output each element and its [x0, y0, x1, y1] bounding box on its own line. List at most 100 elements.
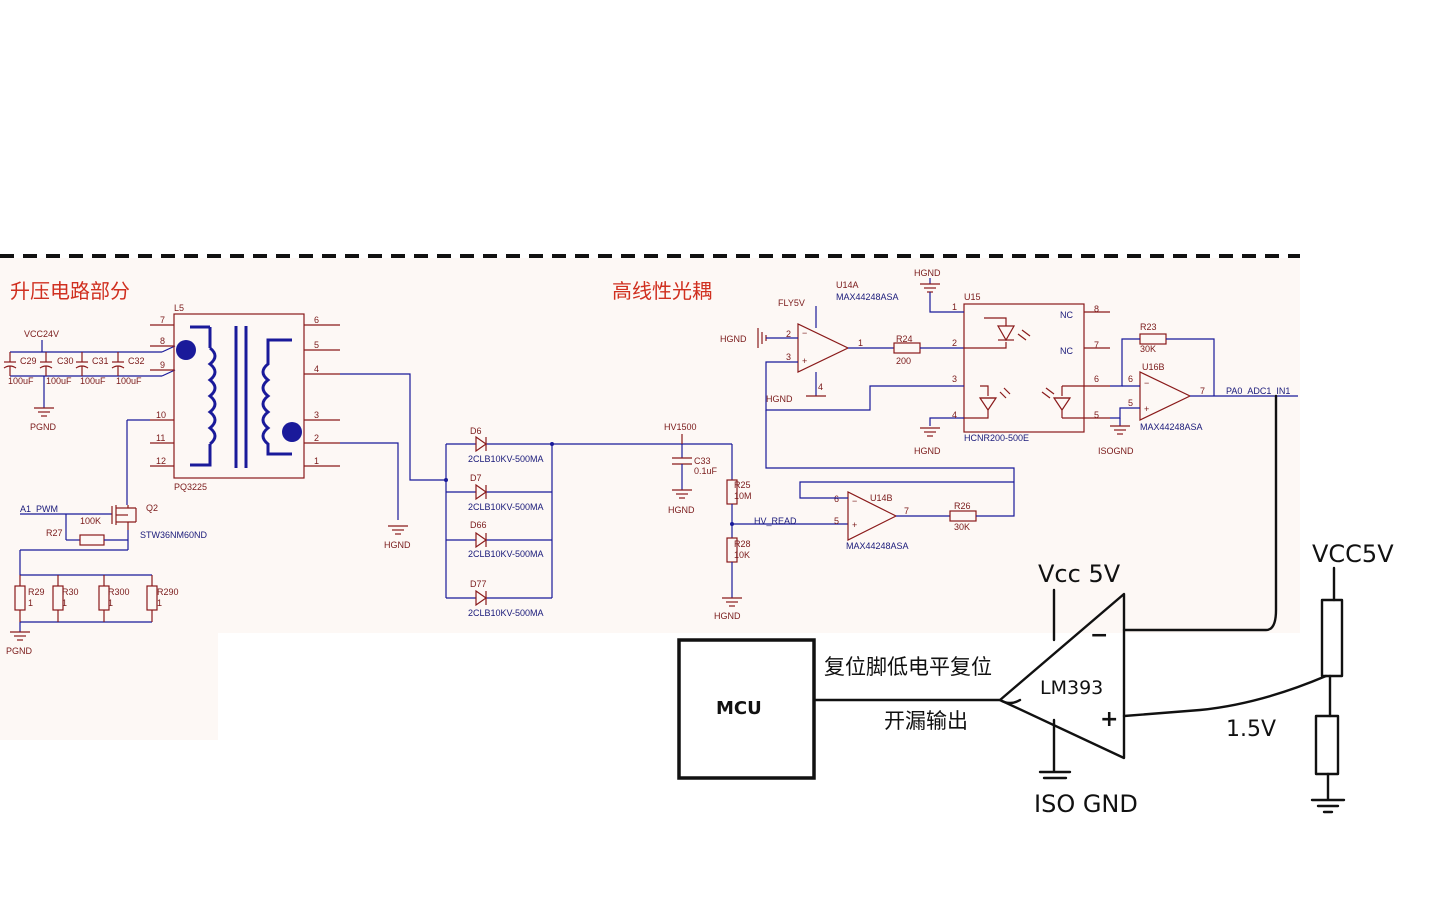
r29-label: R29	[28, 587, 45, 597]
divider-resistor-bottom	[1314, 714, 1340, 776]
r23-value: 30K	[1140, 344, 1156, 354]
lm393-comparator	[998, 592, 1126, 760]
d6-part: 2CLB10KV-500MA	[468, 454, 544, 464]
hgnd-u15-top-label: HGND	[914, 268, 941, 278]
r25-label: R25	[734, 480, 751, 490]
r26-label: R26	[954, 501, 971, 511]
svg-text:5: 5	[1094, 410, 1099, 420]
c29-label: C29	[20, 356, 37, 366]
pa0-label: PA0_ADC1_IN1	[1226, 386, 1290, 396]
svg-text:8: 8	[1094, 304, 1099, 314]
r30-value: 1	[62, 598, 67, 608]
r30-label: R30	[62, 587, 79, 597]
reset-note: 复位脚低电平复位	[824, 655, 992, 679]
r290-label: R290	[157, 587, 179, 597]
svg-text:−: −	[802, 328, 807, 338]
schematic-background-lower	[0, 595, 218, 740]
hv-divider: HV1500 C33 0.1uF HGND R25 10M R28 10K HG…	[552, 422, 848, 621]
svg-text:8: 8	[160, 336, 165, 346]
r24-value: 200	[896, 356, 911, 366]
u15-label: U15	[964, 292, 981, 302]
hgnd-c33-label: HGND	[668, 505, 695, 515]
nc-pin8: NC	[1060, 310, 1073, 320]
pgnd2-label: PGND	[6, 646, 33, 656]
u14b-label: U14B	[870, 493, 893, 503]
r27-label: R27	[46, 528, 63, 538]
u14a-part: MAX44248ASA	[836, 292, 899, 302]
svg-text:2: 2	[786, 329, 791, 339]
hgnd-u14a-label: HGND	[720, 334, 747, 344]
svg-text:9: 9	[160, 360, 165, 370]
divider-resistor-top	[1320, 598, 1344, 678]
c30-label: C30	[57, 356, 74, 366]
c32-label: C32	[128, 356, 145, 366]
opamp-u14b: − + U14B MAX44248ASA 6 5 7 R26 30K	[765, 410, 1015, 551]
opamp-u14a: U14A MAX44248ASA FLY5V − + 1 2 3 4 HGND …	[720, 280, 964, 411]
c32-value: 100uF	[116, 376, 142, 386]
minus-input: −	[1090, 623, 1108, 648]
u14b-part: MAX44248ASA	[846, 541, 909, 551]
r25-value: 10M	[734, 491, 752, 501]
svg-text:4: 4	[818, 382, 823, 392]
svg-text:1: 1	[858, 338, 863, 348]
rectifier-diodes: HGND D6 2CLB10KV-500MA D7 2CLB10KV-500MA…	[340, 373, 554, 618]
r29-value: 1	[28, 598, 33, 608]
fly5v-label: FLY5V	[778, 298, 805, 308]
schematic-background	[0, 258, 1300, 633]
u16b-label: U16B	[1142, 362, 1165, 372]
svg-text:3: 3	[952, 374, 957, 384]
mcu-box	[677, 638, 816, 780]
svg-text:+: +	[802, 356, 807, 366]
svg-text:−: −	[852, 496, 857, 506]
hgnd-r28-label: HGND	[714, 611, 741, 621]
svg-text:1: 1	[952, 302, 957, 312]
c33-value: 0.1uF	[694, 466, 718, 476]
d77-part: 2CLB10KV-500MA	[468, 608, 544, 618]
c31-value: 100uF	[80, 376, 106, 386]
d66-label: D66	[470, 520, 487, 530]
svg-text:2: 2	[314, 433, 319, 443]
hv-read-label: HV_READ	[754, 516, 797, 526]
handwritten-sketch: MCU 复位脚低电平复位 开漏输出 LM393 − + Vcc 5V ISO G…	[677, 394, 1394, 818]
svg-text:10: 10	[156, 410, 166, 420]
vcc5v-right-label: VCC5V	[1312, 540, 1394, 568]
svg-text:5: 5	[314, 340, 319, 350]
svg-text:3: 3	[786, 352, 791, 362]
lm393-label: LM393	[1040, 677, 1103, 699]
u14a-label: U14A	[836, 280, 859, 290]
r28-label: R28	[734, 539, 751, 549]
svg-text:+: +	[852, 520, 857, 530]
svg-text:2: 2	[952, 338, 957, 348]
u16b-part: MAX44248ASA	[1140, 422, 1203, 432]
hgnd-secondary-label: HGND	[384, 540, 411, 550]
svg-text:6: 6	[314, 315, 319, 325]
c29-value: 100uF	[8, 376, 34, 386]
pgnd-label: PGND	[30, 422, 57, 432]
isognd-label: ISOGND	[1098, 446, 1134, 456]
r26-value: 30K	[954, 522, 970, 532]
svg-text:7: 7	[1094, 340, 1099, 350]
optocoupler-section-title: 高线性光耦	[612, 279, 712, 303]
c30-value: 100uF	[46, 376, 72, 386]
mcu-label: MCU	[716, 698, 762, 719]
svg-text:7: 7	[904, 506, 909, 516]
l5-label: L5	[174, 303, 184, 313]
a1-pwm-label: A1_PWM	[20, 504, 58, 514]
d7-part: 2CLB10KV-500MA	[468, 502, 544, 512]
r300-value: 1	[108, 598, 113, 608]
r27-value: 100K	[80, 516, 101, 526]
pq3225-label: PQ3225	[174, 482, 207, 492]
r24-label: R24	[896, 334, 913, 344]
r28-value: 10K	[734, 550, 750, 560]
svg-text:−: −	[1144, 378, 1149, 388]
svg-text:12: 12	[156, 456, 166, 466]
svg-text:7: 7	[160, 315, 165, 325]
q2-part-label: STW36NM60ND	[140, 530, 208, 540]
r23-label: R23	[1140, 322, 1157, 332]
v15-label: 1.5V	[1226, 717, 1276, 742]
r300-label: R300	[108, 587, 130, 597]
svg-text:6: 6	[1128, 374, 1133, 384]
